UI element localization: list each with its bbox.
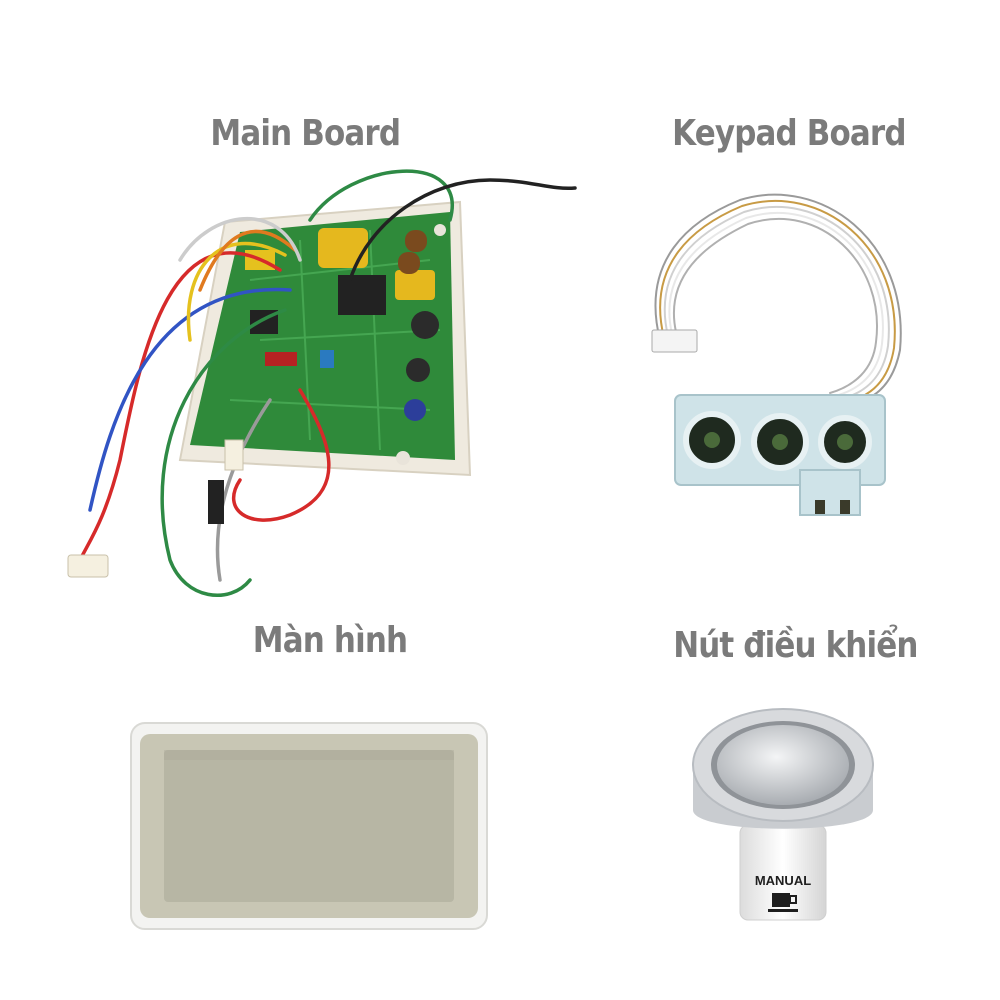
display-label: Màn hình bbox=[252, 620, 408, 661]
keypad-board-label: Keypad Board bbox=[672, 113, 906, 154]
manual-marking: MANUAL bbox=[755, 873, 811, 888]
display-image bbox=[128, 720, 490, 932]
control-knob-image: MANUAL bbox=[688, 705, 878, 925]
main-board-image bbox=[50, 160, 590, 620]
control-knob-label: Nút điều khiển bbox=[673, 625, 918, 666]
keypad-board-image bbox=[630, 180, 930, 530]
coffee-cup-icon bbox=[768, 893, 798, 912]
main-board-label: Main Board bbox=[210, 113, 401, 154]
